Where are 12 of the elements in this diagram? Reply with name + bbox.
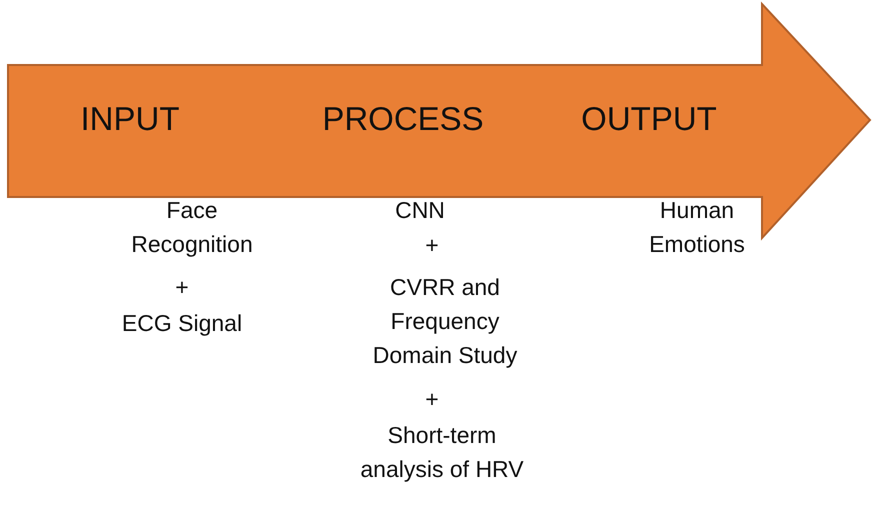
stage-detail-text: +	[424, 385, 440, 414]
stage-detail-text: CNN	[394, 196, 446, 225]
stage-heading: OUTPUT	[581, 100, 717, 138]
stage-detail-text: ECG Signal	[120, 309, 244, 338]
stage-detail-text: CVRR and Frequency Domain Study	[372, 273, 518, 370]
stage-detail-text: Short-term analysis of HRV	[359, 421, 525, 484]
stage-detail-text: +	[174, 273, 190, 302]
stage-detail-text: Face Recognition	[130, 196, 254, 259]
stage-detail-text: +	[424, 231, 440, 260]
stage-heading: INPUT	[80, 100, 180, 138]
stage-heading: PROCESS	[322, 100, 484, 138]
stage-detail-text: Human Emotions	[648, 196, 746, 259]
